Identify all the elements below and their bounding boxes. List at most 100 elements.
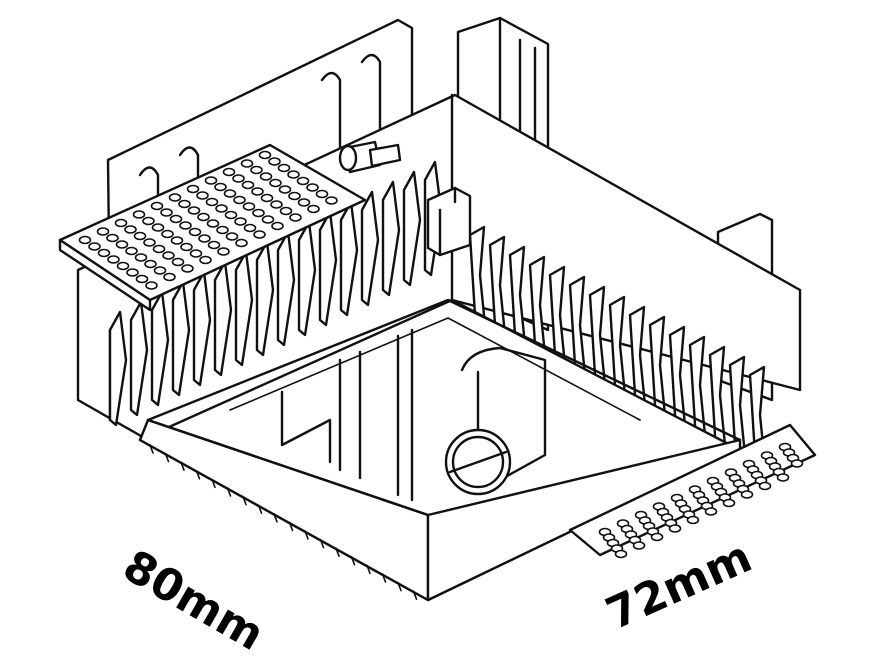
vent-hole: [270, 200, 283, 209]
vent-hole: [180, 242, 193, 252]
vent-hole: [161, 229, 174, 239]
vent-hole: [169, 214, 183, 224]
vent-hole: [740, 490, 754, 499]
vent-hole: [114, 218, 128, 228]
vent-hole: [187, 206, 201, 215]
vent-hole: [297, 198, 311, 207]
vent-hole: [171, 257, 185, 267]
ridge: [164, 452, 170, 463]
vent-hole: [215, 204, 228, 213]
fin: [108, 310, 128, 427]
ridge: [149, 444, 154, 454]
vent-hole: [214, 182, 227, 192]
vent-hole: [142, 216, 155, 226]
vent-hole: [268, 157, 281, 166]
vent-hole: [704, 507, 718, 516]
vent-hole: [106, 233, 119, 243]
vent-hole: [260, 193, 274, 203]
perforated-plate-left: [58, 143, 367, 312]
vent-hole: [145, 281, 158, 290]
ridge: [226, 487, 232, 497]
vent-hole: [134, 253, 148, 262]
vent-hole: [259, 172, 273, 181]
vent-hole: [196, 191, 209, 200]
vent-hole: [205, 197, 219, 207]
vent-hole: [222, 167, 236, 177]
ridge: [397, 581, 402, 592]
vent-hole: [289, 213, 302, 222]
vent-hole: [224, 210, 238, 220]
vent-hole: [162, 251, 175, 260]
vent-hole: [232, 174, 245, 183]
vent-hole: [278, 185, 292, 194]
adjustment-screw: [444, 428, 512, 496]
vent-hole: [650, 532, 664, 542]
top-clip: [426, 186, 472, 257]
vent-hole: [250, 165, 263, 175]
vent-hole: [124, 225, 137, 234]
vent-hole: [225, 232, 239, 241]
fin: [688, 335, 708, 447]
vent-hole: [252, 208, 265, 218]
perforated-plate-right: [568, 423, 817, 559]
fin: [402, 170, 422, 287]
vent-hole: [632, 541, 646, 550]
ridge: [242, 495, 247, 506]
vent-hole: [179, 221, 192, 230]
housing-outer-walls: [138, 298, 742, 602]
vent-hole: [790, 459, 804, 468]
vent-hole: [188, 227, 202, 237]
ridge: [273, 512, 278, 523]
vent-hole: [240, 159, 254, 168]
vent-hole: [271, 221, 284, 231]
vent-hole: [287, 170, 300, 179]
vent-hole: [216, 225, 229, 235]
vent-hole: [163, 272, 176, 282]
vent-hole: [197, 212, 210, 222]
vent-hole: [135, 274, 149, 284]
fin: [129, 300, 149, 417]
width-dimension-label: 80mm: [115, 540, 273, 661]
vent-hole: [325, 196, 338, 205]
thumb-screw: [338, 140, 402, 174]
vent-hole: [199, 255, 212, 265]
vent-hole: [306, 183, 319, 192]
vent-hole: [116, 261, 130, 271]
vent-hole: [235, 238, 248, 248]
vent-hole: [150, 201, 164, 211]
vent-hole: [243, 223, 257, 233]
vent-hole: [217, 247, 230, 256]
ridge: [211, 478, 216, 489]
vent-hole: [88, 242, 101, 251]
vent-hole: [206, 219, 220, 228]
vent-hole: [78, 235, 92, 245]
vent-hole: [261, 215, 275, 224]
ridge: [304, 530, 309, 540]
vent-hole: [279, 206, 293, 216]
vent-hole: [614, 549, 628, 559]
ridge: [288, 521, 294, 532]
vent-hole: [168, 193, 182, 202]
ridge: [257, 504, 263, 515]
vent-hole: [207, 240, 221, 250]
ridge: [180, 461, 185, 472]
vent-hole: [96, 227, 110, 236]
ridge: [319, 538, 325, 549]
ridge: [412, 590, 418, 601]
vent-hole: [722, 498, 736, 508]
vent-hole: [253, 230, 266, 239]
vent-hole: [776, 473, 790, 482]
ridge: [350, 555, 356, 566]
vent-hole: [97, 248, 111, 258]
vent-hole: [234, 217, 247, 226]
vent-hole: [181, 264, 194, 273]
ridge: [335, 547, 340, 558]
vent-hole: [160, 208, 173, 217]
ridge: [381, 573, 387, 583]
vent-hole: [315, 189, 329, 199]
vent-hole: [125, 246, 138, 256]
vent-hole: [296, 176, 310, 186]
vent-hole: [178, 199, 191, 209]
vent-hole: [288, 191, 301, 201]
vent-hole: [133, 231, 147, 241]
